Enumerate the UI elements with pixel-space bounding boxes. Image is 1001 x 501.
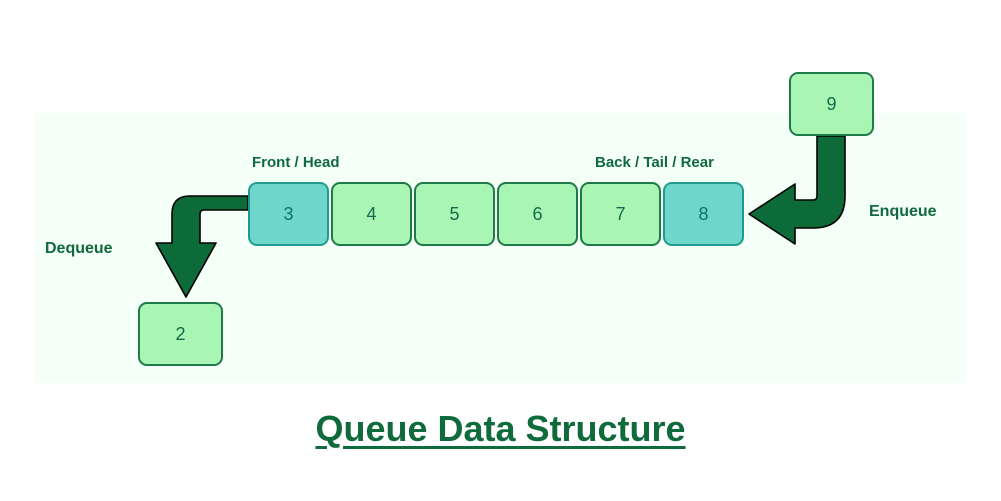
dequeue-element-box[interactable]: 2 — [138, 302, 223, 366]
queue-cell[interactable]: 5 — [414, 182, 495, 246]
back-tail-rear-label: Back / Tail / Rear — [595, 154, 714, 171]
enqueue-label: Enqueue — [869, 203, 937, 220]
front-head-label: Front / Head — [252, 154, 340, 171]
enqueue-element-box[interactable]: 9 — [789, 72, 874, 136]
queue-cell[interactable]: 6 — [497, 182, 578, 246]
queue-cell[interactable]: 7 — [580, 182, 661, 246]
queue-cell-row: 3 4 5 6 7 8 — [248, 182, 744, 246]
page-title: Queue Data Structure — [315, 408, 686, 449]
queue-cell[interactable]: 4 — [331, 182, 412, 246]
dequeue-label: Dequeue — [45, 240, 113, 257]
queue-cell[interactable]: 3 — [248, 182, 329, 246]
queue-cell[interactable]: 8 — [663, 182, 744, 246]
